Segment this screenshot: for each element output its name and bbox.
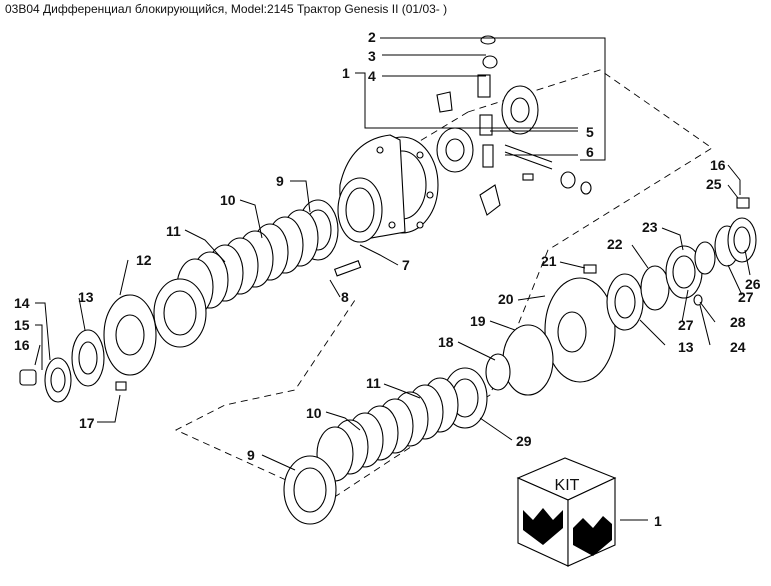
callout-26: 26 bbox=[745, 276, 761, 292]
spider-gears bbox=[436, 35, 592, 216]
callout-13: 13 bbox=[78, 289, 94, 305]
right-hub-assembly bbox=[485, 197, 757, 396]
callout-10: 10 bbox=[220, 192, 236, 208]
lower-clutch-pack bbox=[283, 367, 488, 525]
callout-1: 1 bbox=[342, 65, 350, 81]
callout-11-lower: 11 bbox=[366, 375, 381, 391]
callout-7: 7 bbox=[402, 257, 410, 273]
callout-2: 2 bbox=[368, 29, 376, 45]
callout-1-kit: 1 bbox=[654, 513, 662, 529]
callout-labels: 1 2 3 4 5 6 7 8 9 10 11 12 13 14 15 16 1… bbox=[14, 29, 761, 529]
callout-23: 23 bbox=[642, 219, 658, 235]
callout-5: 5 bbox=[586, 124, 594, 140]
callout-8: 8 bbox=[341, 289, 349, 305]
callout-19: 19 bbox=[470, 313, 486, 329]
upper-clutch-pack bbox=[153, 199, 362, 348]
callout-3: 3 bbox=[368, 48, 376, 64]
callout-15: 15 bbox=[14, 317, 30, 333]
callout-4: 4 bbox=[368, 68, 376, 84]
callout-17: 17 bbox=[79, 415, 95, 431]
callout-14: 14 bbox=[14, 295, 30, 311]
callout-27-lower: 27 bbox=[678, 317, 694, 333]
callout-13-right: 13 bbox=[678, 339, 694, 355]
callout-11: 11 bbox=[166, 223, 181, 239]
callout-28: 28 bbox=[730, 314, 746, 330]
callout-9: 9 bbox=[276, 173, 284, 189]
callout-25: 25 bbox=[706, 176, 722, 192]
left-hub-assembly bbox=[19, 294, 157, 403]
callout-9-lower: 9 bbox=[247, 447, 255, 463]
callout-16: 16 bbox=[14, 337, 30, 353]
callout-24: 24 bbox=[730, 339, 746, 355]
callout-18: 18 bbox=[438, 334, 454, 350]
callout-6: 6 bbox=[586, 144, 594, 160]
callout-20: 20 bbox=[498, 291, 514, 307]
callout-10-lower: 10 bbox=[306, 405, 322, 421]
callout-12: 12 bbox=[136, 252, 152, 268]
callout-29: 29 bbox=[516, 433, 532, 449]
callout-21: 21 bbox=[541, 253, 557, 269]
callout-16-right: 16 bbox=[710, 157, 726, 173]
leader-lines bbox=[34, 37, 751, 521]
kit-cube-icon: KIT bbox=[516, 457, 617, 567]
differential-housing bbox=[337, 134, 439, 243]
kit-label: KIT bbox=[555, 477, 580, 494]
callout-22: 22 bbox=[607, 236, 623, 252]
callout-27: 27 bbox=[738, 289, 754, 305]
diagram-title: 03B04 Дифференциал блокирующийся, Model:… bbox=[5, 2, 448, 16]
housing-bolt-holes bbox=[376, 146, 434, 229]
